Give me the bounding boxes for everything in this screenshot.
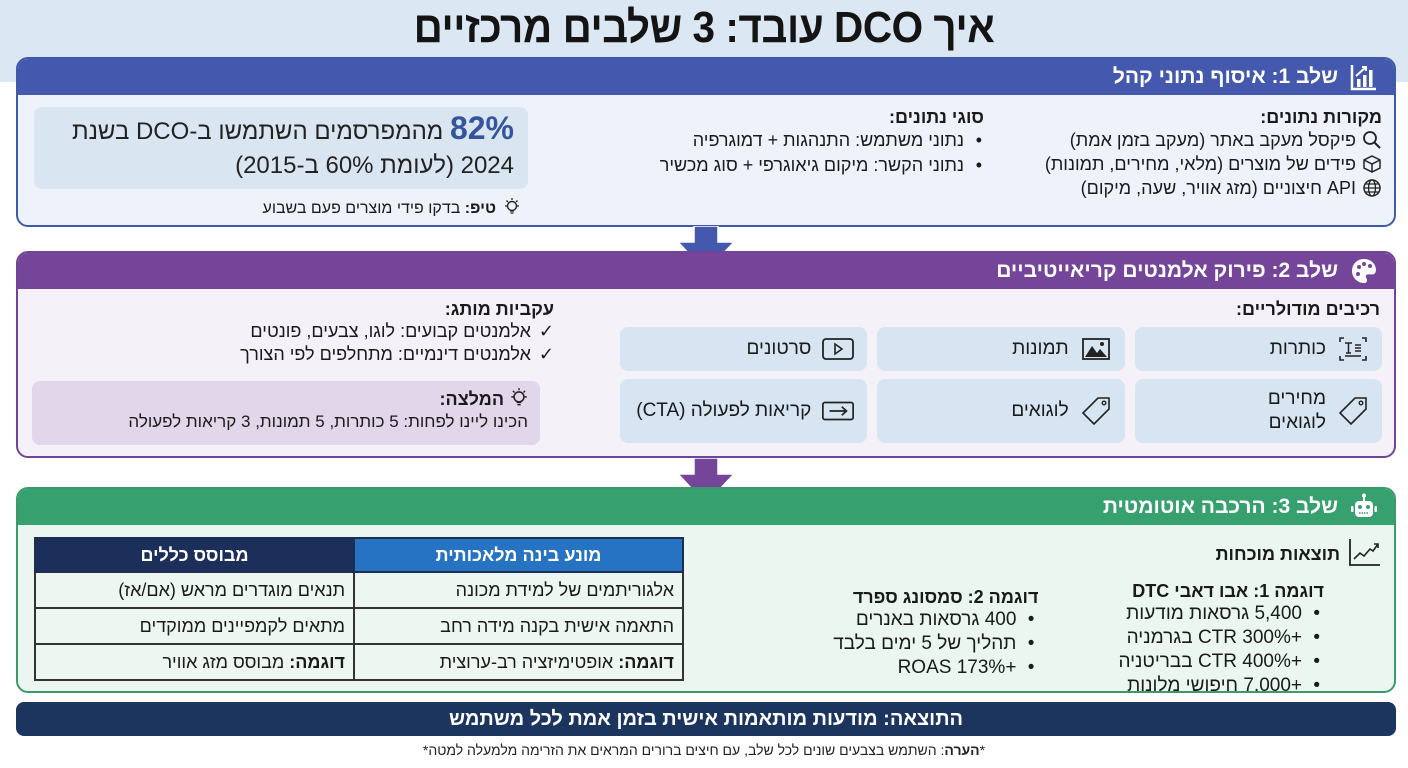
stage2-header: שלב 2: פירוק אלמנטים קריאייטיביים xyxy=(18,253,1394,289)
tag-icon xyxy=(1079,397,1113,426)
video-play-icon xyxy=(821,336,855,362)
page-title: איך DCO עובד: 3 שלבים מרכזיים xyxy=(413,3,995,52)
source-item: API חיצוניים (מזג אוויר, שעה, מיקום) xyxy=(1022,176,1382,200)
example-metric: 400 גרסאות באנרים xyxy=(833,608,1038,632)
example-metric: +7,000 חיפושי מלונות xyxy=(1118,674,1324,691)
tip-label: טיפ: xyxy=(464,200,496,217)
stat-line1: מהמפרסמים השתמשו ב-DCO בשנת xyxy=(71,118,444,145)
modular-components-heading: רכיבים מודולריים: xyxy=(1236,299,1380,319)
tip: טיפ: בדקו פידי מוצרים פעם בשבוע xyxy=(34,197,528,218)
lightbulb-icon xyxy=(502,197,522,217)
tile-headlines[interactable]: כותרות xyxy=(1134,327,1382,371)
stage3-title: שלב 3: הרכבה אוטומטית xyxy=(1102,495,1338,518)
example-metric: +300% CTR בגרמניה xyxy=(1118,626,1324,650)
example-metric: תהליך של 5 ימים בלבד xyxy=(833,632,1038,656)
brand-consistency-heading: עקביות מותג: xyxy=(444,299,554,319)
table-row: אלגוריתמים של למידת מכונה תנאים מוגדרים … xyxy=(33,571,684,609)
tip-text: בדקו פידי מוצרים פעם בשבוע xyxy=(262,200,461,217)
search-icon xyxy=(1362,130,1382,150)
tile-videos[interactable]: סרטונים xyxy=(620,327,868,371)
bar-chart-icon xyxy=(1348,61,1380,93)
robot-icon xyxy=(1348,491,1380,523)
box-icon xyxy=(1362,154,1382,174)
palette-icon xyxy=(1348,255,1380,287)
tile-cta[interactable]: קריאות לפעולה (CTA) xyxy=(620,379,868,443)
adoption-stat-box: 82% מהמפרסמים השתמשו ב-DCO בשנת 2024 (לע… xyxy=(34,107,528,189)
stat-line2: 2024 (לעומת 60% ב-2015) xyxy=(235,152,514,179)
checkmark-icon: ✓ xyxy=(538,321,554,341)
trend-up-icon xyxy=(1348,537,1382,572)
brand-item: ✓אלמנטים דינמיים: מתחלפים לפי הצורך xyxy=(240,344,554,364)
tile-logos[interactable]: לוגואים xyxy=(877,379,1125,443)
example-abu-dhabi: דוגמה 1: אבו דאבי DTC 5,400 גרסאות מודעו… xyxy=(1118,580,1324,691)
stage1-header: שלב 1: איסוף נתוני קהל xyxy=(18,59,1394,95)
recommendation-box: המלצה: הכינו ליינו לפחות: 5 כותרות, 5 תמ… xyxy=(32,381,540,445)
example-metric: +173% ROAS xyxy=(833,656,1038,680)
data-sources: מקורות נתונים: פיקסל מעקב באתר (מעקב בזמ… xyxy=(1022,107,1382,200)
stage2-panel: שלב 2: פירוק אלמנטים קריאייטיביים רכיבים… xyxy=(16,251,1396,458)
checkmark-icon: ✓ xyxy=(538,344,554,364)
results-heading: תוצאות מוכחות xyxy=(1215,544,1340,564)
globe-icon xyxy=(1362,178,1382,198)
ai-vs-rules-table: מונע בינה מלאכותית מבוסס כללים אלגוריתמי… xyxy=(33,537,684,681)
table-header-rules: מבוסס כללים xyxy=(33,537,356,573)
tile-images[interactable]: תמונות xyxy=(877,327,1125,371)
example-metric: 5,400 גרסאות מודעות xyxy=(1118,602,1324,626)
data-type-item: נתוני הקשר: מיקום גיאוגרפי + סוג מכשיר xyxy=(614,153,984,178)
table-header-ai: מונע בינה מלאכותית xyxy=(353,537,684,573)
data-sources-heading: מקורות נתונים: xyxy=(1260,107,1382,127)
result-banner: התוצאה: מודעות מותאמות אישית בזמן אמת לכ… xyxy=(16,702,1396,736)
data-types: סוגי נתונים: נתוני משתמש: התנהגות + דמוג… xyxy=(614,107,984,178)
text-scan-icon xyxy=(1336,336,1370,362)
arrow-right-box-icon xyxy=(821,398,855,424)
source-item: פיקסל מעקב באתר (מעקב בזמן אמת) xyxy=(1022,128,1382,152)
footnote: *הערה: השתמש בצבעים שונים לכל שלב, עם חי… xyxy=(422,742,986,758)
brand-consistency: עקביות מותג: ✓אלמנטים קבועים: לוגו, צבעי… xyxy=(34,299,554,366)
data-type-item: נתוני משתמש: התנהגות + דמוגרפיה xyxy=(614,128,984,153)
data-types-heading: סוגי נתונים: xyxy=(889,107,984,127)
proven-results: תוצאות מוכחות דוגמה 1: אבו דאבי DTC 5,40… xyxy=(822,537,1382,691)
source-item: פידים של מוצרים (מלאי, מחירים, תמונות) xyxy=(1022,152,1382,176)
recommendation-text: הכינו ליינו לפחות: 5 כותרות, 5 תמונות, 3… xyxy=(128,412,528,431)
stage3-header: שלב 3: הרכבה אוטומטית xyxy=(18,489,1394,525)
recommendation-title: המלצה: xyxy=(439,389,504,409)
table-row: התאמה אישית בקנה מידה רחב מתאים לקמפייני… xyxy=(33,607,684,645)
image-icon xyxy=(1079,336,1113,362)
table-row: דוגמה: אופטימיזציה רב-ערוצית דוגמה: מבוס… xyxy=(33,643,684,681)
stage1-panel: שלב 1: איסוף נתוני קהל מקורות נתונים: פי… xyxy=(16,57,1396,227)
stage2-title: שלב 2: פירוק אלמנטים קריאייטיביים xyxy=(996,259,1338,282)
example-samsung: דוגמה 2: סמסונג ספרד 400 גרסאות באנרים ת… xyxy=(833,586,1038,691)
price-tag-icon xyxy=(1336,397,1370,426)
brand-item: ✓אלמנטים קבועים: לוגו, צבעים, פונטים xyxy=(250,321,554,341)
stat-number: 82% xyxy=(449,110,514,146)
example-metric: +400% CTR בבריטניה xyxy=(1118,650,1324,674)
lightbulb-icon xyxy=(510,387,530,407)
stage1-title: שלב 1: איסוף נתוני קהל xyxy=(1112,65,1338,88)
stage3-panel: שלב 3: הרכבה אוטומטית תוצאות מוכחות דוגמ… xyxy=(16,487,1396,693)
